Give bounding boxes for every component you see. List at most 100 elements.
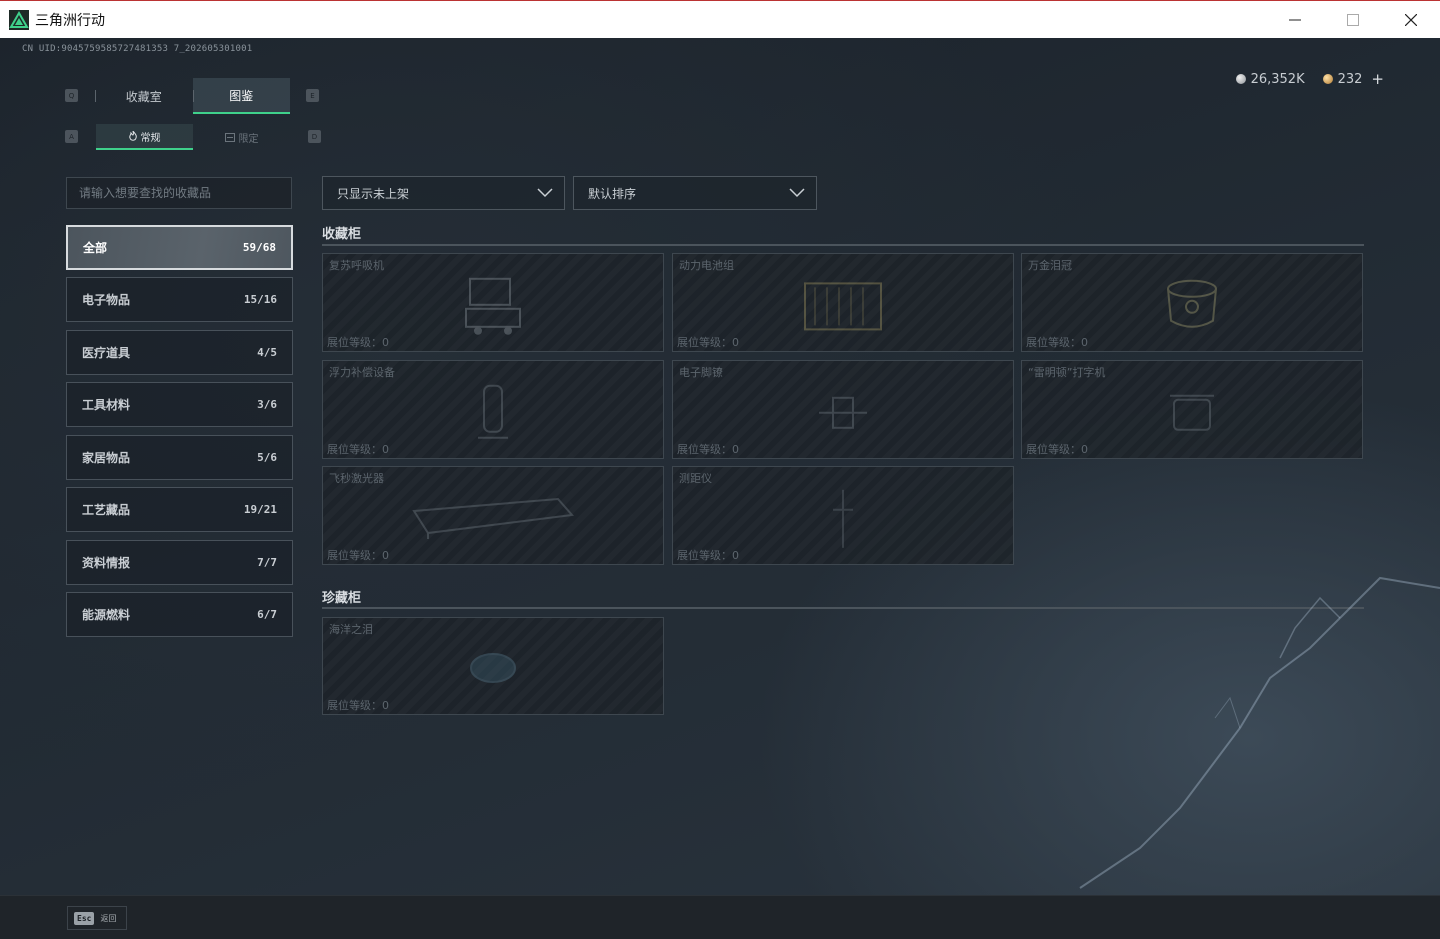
collectible-card[interactable]: 动力电池组 展位等级：0 <box>672 253 1014 352</box>
item-name: 海洋之泪 <box>329 623 373 636</box>
tab-separator <box>95 90 96 102</box>
item-name: 飞秒激光器 <box>329 472 384 485</box>
shelf-filter-dropdown[interactable]: 只显示未上架 <box>322 176 565 210</box>
category-label: 资料情报 <box>82 556 131 570</box>
category-count: 6/7 <box>257 608 277 621</box>
crown-icon <box>1167 279 1217 328</box>
category-count: 15/16 <box>243 293 277 306</box>
collectible-card[interactable]: 复苏呼吸机 展位等级：0 <box>322 253 664 352</box>
item-level: 展位等级：0 <box>327 699 389 712</box>
key-hint-q: Q <box>65 89 78 102</box>
dropdown-value: 默认排序 <box>588 186 637 201</box>
item-name: 万金泪冠 <box>1028 259 1072 272</box>
category-medical[interactable]: 医疗道具 4/5 <box>66 330 293 375</box>
category-label: 能源燃料 <box>82 608 131 622</box>
category-label: 医疗道具 <box>82 346 131 360</box>
battery-pack-icon <box>804 281 882 330</box>
category-label: 家居物品 <box>82 451 131 465</box>
category-intel[interactable]: 资料情报 7/7 <box>66 540 293 585</box>
lightning-decoration <box>1079 576 1440 889</box>
close-icon <box>1405 13 1417 26</box>
minimize-button[interactable] <box>1266 1 1324 38</box>
main-tabs: 收藏室 图鉴 <box>95 78 290 114</box>
silver-coin-icon <box>1235 74 1246 84</box>
sort-dropdown[interactable]: 默认排序 <box>573 176 817 210</box>
window-titlebar: 三角洲行动 <box>0 0 1440 38</box>
subtab-label: 限定 <box>238 133 259 145</box>
category-count: 59/68 <box>242 241 276 254</box>
tab-collection-room[interactable]: 收藏室 <box>95 78 193 114</box>
collectible-card[interactable]: 飞秒激光器 展位等级：0 <box>322 466 664 565</box>
item-name: 电子脚镣 <box>679 366 723 379</box>
collectible-card[interactable]: 浮力补偿设备 展位等级：0 <box>322 360 664 459</box>
laser-icon <box>412 497 574 539</box>
item-name: 浮力补偿设备 <box>329 366 395 379</box>
currency-bar: 26,352K 232 + <box>1235 70 1384 88</box>
category-label: 全部 <box>83 241 108 255</box>
ventilator-icon <box>465 277 521 335</box>
esc-key-hint: Esc <box>74 911 95 925</box>
category-all[interactable]: 全部 59/68 <box>66 225 293 270</box>
item-level: 展位等级：0 <box>677 549 739 562</box>
limited-icon <box>224 132 235 142</box>
tab-label: 图鉴 <box>229 88 254 103</box>
item-level: 展位等级：0 <box>1026 336 1088 349</box>
maximize-button[interactable] <box>1324 1 1382 38</box>
search-input[interactable] <box>66 177 292 209</box>
subtab-label: 常规 <box>140 132 161 144</box>
maximize-icon <box>1347 13 1359 26</box>
currency-silver: 26,352K <box>1235 72 1305 87</box>
collectible-card[interactable]: 电子脚镣 展位等级：0 <box>672 360 1014 459</box>
category-crafts[interactable]: 工艺藏品 19/21 <box>66 487 293 532</box>
key-hint-e: E <box>306 89 319 102</box>
back-button[interactable]: Esc 返回 <box>67 906 127 930</box>
subtab-limited[interactable]: 限定 <box>193 124 290 150</box>
currency-gold[interactable]: 232 + <box>1322 70 1384 88</box>
buoyancy-device-icon <box>478 384 508 439</box>
back-label: 返回 <box>100 913 117 923</box>
add-currency-button[interactable]: + <box>1371 70 1384 88</box>
category-household[interactable]: 家居物品 5/6 <box>66 435 293 480</box>
category-label: 工艺藏品 <box>82 503 131 517</box>
item-level: 展位等级：0 <box>327 336 389 349</box>
gold-coin-icon <box>1322 74 1333 84</box>
item-level: 展位等级：0 <box>677 336 739 349</box>
item-level: 展位等级：0 <box>327 549 389 562</box>
ankle-monitor-icon <box>819 396 867 429</box>
category-count: 3/6 <box>257 398 277 411</box>
key-hint-a: A <box>65 130 78 143</box>
tab-label: 收藏室 <box>125 89 162 104</box>
section-divider <box>322 607 1364 609</box>
category-tools[interactable]: 工具材料 3/6 <box>66 382 293 427</box>
tab-catalog[interactable]: 图鉴 <box>192 78 290 114</box>
item-name: “雷明顿”打字机 <box>1028 366 1106 379</box>
category-electronics[interactable]: 电子物品 15/16 <box>66 277 293 322</box>
collectible-card[interactable]: “雷明顿”打字机 展位等级：0 <box>1021 360 1363 459</box>
close-button[interactable] <box>1382 1 1440 38</box>
item-name: 测距仪 <box>679 472 712 485</box>
item-name: 复苏呼吸机 <box>329 259 384 272</box>
typewriter-icon <box>1170 394 1214 431</box>
currency-gold-value: 232 <box>1337 71 1363 87</box>
gem-icon <box>470 653 516 683</box>
key-hint-d: D <box>308 130 321 143</box>
category-energy[interactable]: 能源燃料 6/7 <box>66 592 293 637</box>
chevron-down-icon <box>789 188 805 198</box>
item-level: 展位等级：0 <box>677 443 739 456</box>
collectible-card[interactable]: 测距仪 展位等级：0 <box>672 466 1014 565</box>
bottom-bar: Esc 返回 <box>0 895 1440 939</box>
section-title-cabinet: 收藏柜 <box>322 227 362 242</box>
item-name: 动力电池组 <box>679 259 734 272</box>
category-count: 5/6 <box>257 451 277 464</box>
category-label: 工具材料 <box>82 398 131 412</box>
collectible-card[interactable]: 万金泪冠 展位等级：0 <box>1021 253 1363 352</box>
subtab-regular[interactable]: 常规 <box>96 124 193 150</box>
category-label: 电子物品 <box>82 293 131 307</box>
minimize-icon <box>1289 19 1301 20</box>
item-level: 展位等级：0 <box>327 443 389 456</box>
collectible-card[interactable]: 海洋之泪 展位等级：0 <box>322 617 664 715</box>
section-title-treasure: 珍藏柜 <box>322 591 362 606</box>
sub-tabs: 常规 限定 <box>96 124 290 150</box>
section-divider <box>322 244 1364 246</box>
category-count: 4/5 <box>257 346 277 359</box>
